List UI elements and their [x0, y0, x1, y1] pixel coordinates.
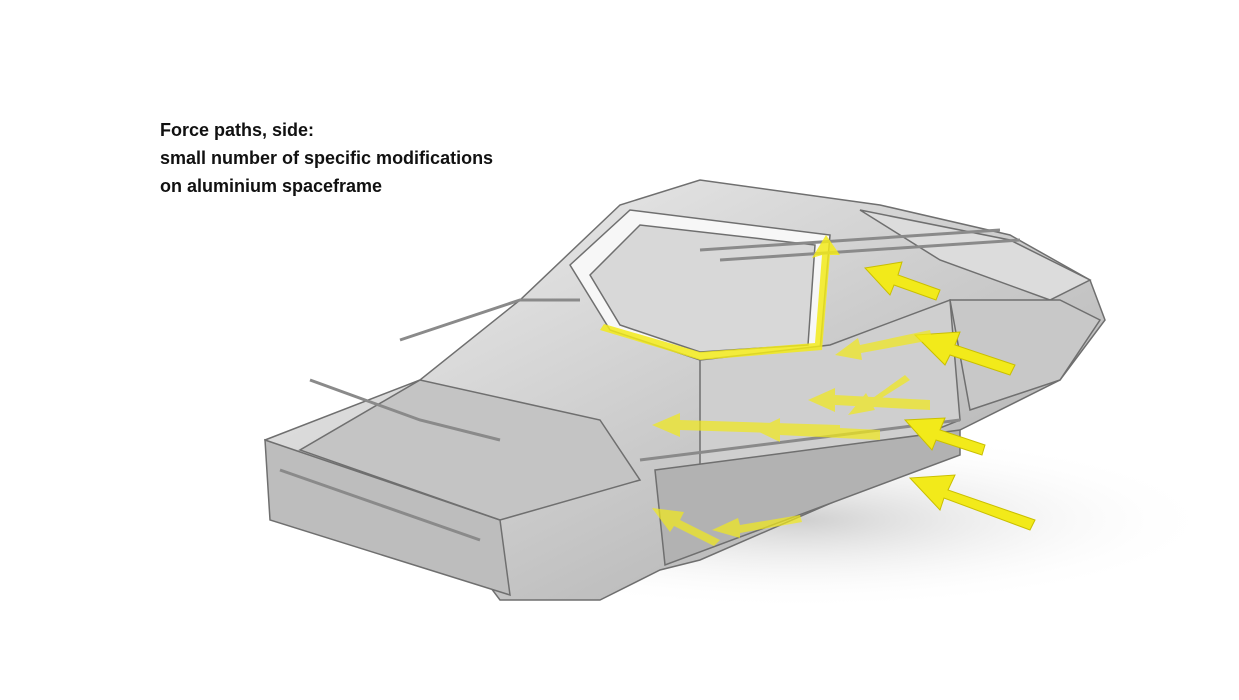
arrow-inner-6 — [652, 508, 720, 546]
caption-line-3: on aluminium spaceframe — [160, 176, 383, 196]
caption-line-1: Force paths, side: — [160, 120, 315, 140]
arrow-sill — [908, 474, 1036, 531]
arrow-door-lower — [903, 417, 986, 456]
arrow-inner-2 — [652, 413, 840, 437]
arrow-inner-5 — [712, 515, 802, 538]
arrow-inner-4 — [835, 330, 932, 360]
arrow-door-upper — [913, 331, 1016, 376]
arrow-roof — [863, 261, 941, 301]
arrow-a-pillar — [600, 235, 840, 360]
force-arrows — [600, 235, 1036, 546]
caption-line-2: small number of specific modifications — [160, 148, 494, 168]
caption: Force paths, side: small number of speci… — [160, 116, 493, 200]
arrow-inner-7 — [848, 375, 910, 415]
frame-members — [279, 228, 1021, 542]
